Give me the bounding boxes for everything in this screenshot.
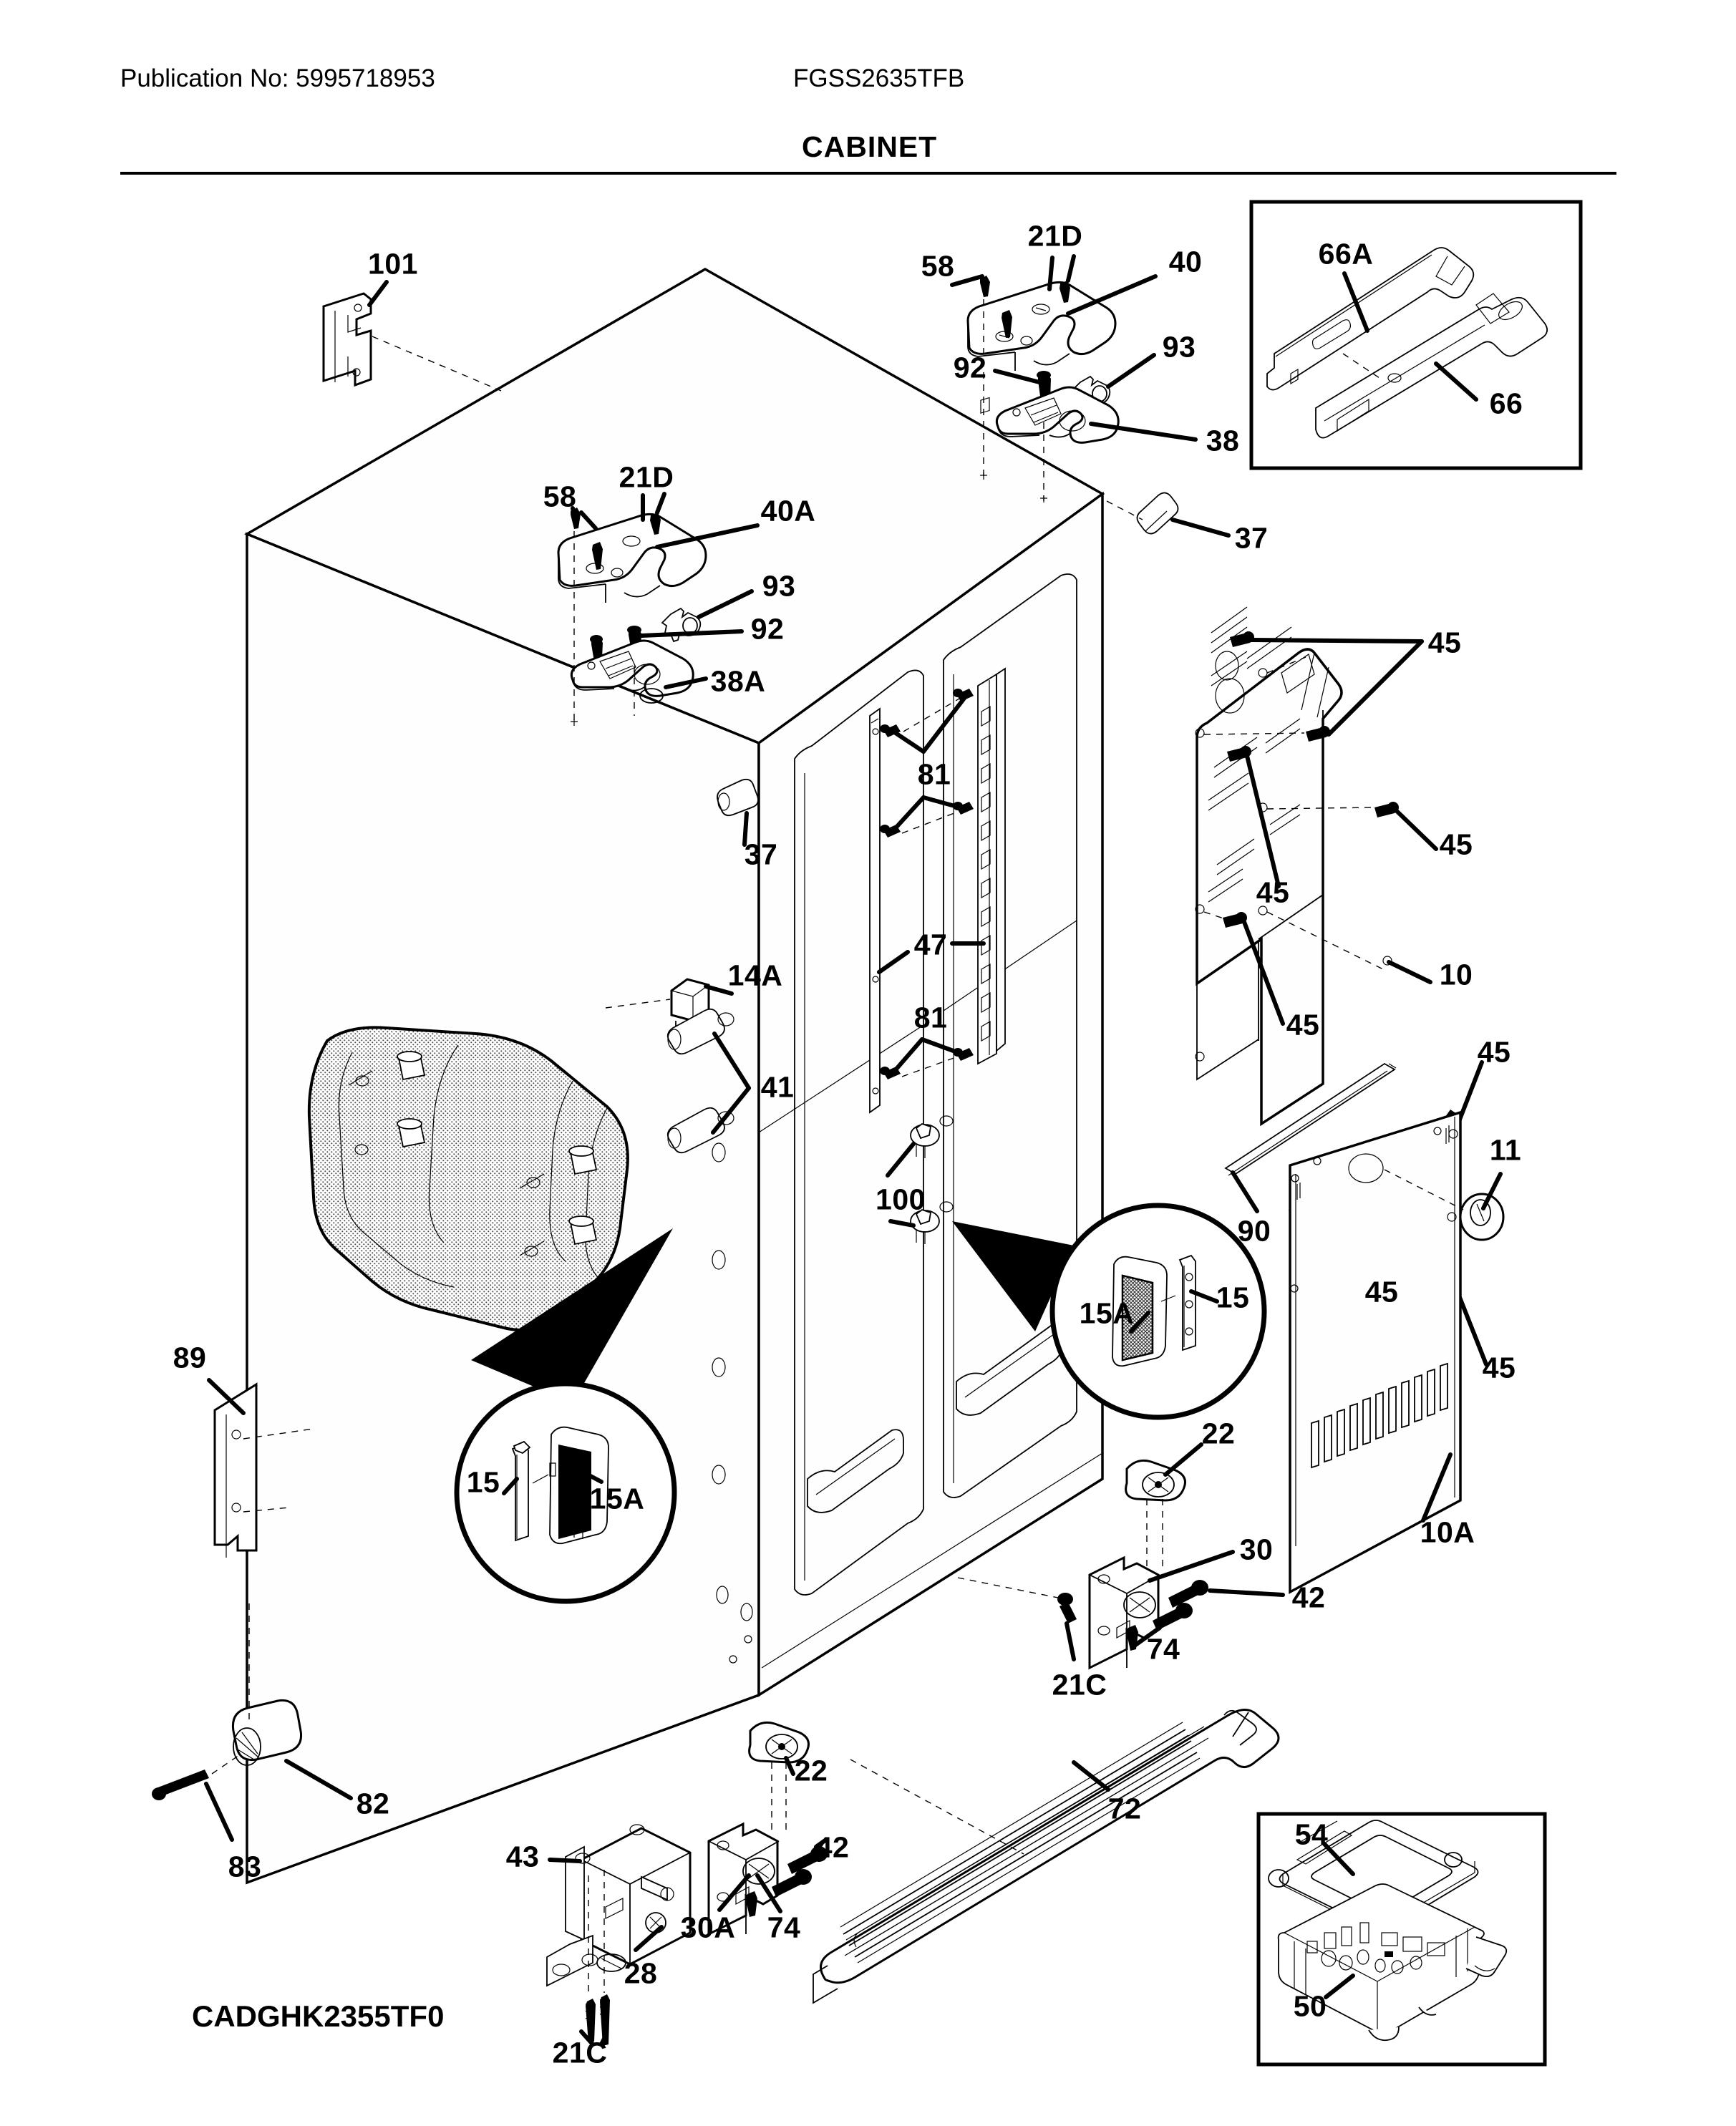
insulation-pad — [307, 1026, 629, 1331]
callout-37-left: 37 — [744, 838, 778, 871]
part-83-pin — [152, 1754, 240, 1800]
ladder-slots — [981, 705, 991, 1042]
callout-10: 10 — [1439, 958, 1473, 991]
parts-100 — [910, 1115, 954, 1244]
callout-30: 30 — [1239, 1533, 1274, 1566]
callout-58-right: 58 — [921, 249, 955, 283]
callout-66: 66 — [1489, 387, 1523, 420]
callout-74-left: 74 — [767, 1911, 801, 1944]
callout-15-right: 15 — [1216, 1281, 1250, 1314]
model-number: FGSS2635TFB — [793, 64, 965, 92]
part-37-left — [717, 778, 759, 817]
screws-42-left — [772, 1846, 828, 1897]
callout-90: 90 — [1237, 1214, 1271, 1248]
detail-circle-left — [454, 1228, 677, 1604]
callout-38A: 38A — [710, 664, 766, 698]
callout-28: 28 — [624, 1956, 658, 1990]
callout-43: 43 — [505, 1840, 540, 1873]
callout-21C-left: 21C — [552, 2036, 608, 2069]
detail-circle-right — [952, 1203, 1267, 1420]
inset-box-hinge-cover — [1249, 200, 1583, 470]
callout-81-b: 81 — [913, 1001, 948, 1034]
callout-37-right: 37 — [1234, 521, 1269, 555]
part-11-grommet — [1384, 1169, 1505, 1241]
title-divider — [120, 172, 1616, 175]
callout-21D-right: 21D — [1027, 219, 1083, 253]
panel-10A-rear — [1289, 1110, 1462, 1594]
panel-10-right-side — [1195, 606, 1392, 1127]
callout-14A: 14A — [727, 958, 783, 992]
callout-21C-right: 21C — [1052, 1668, 1107, 1702]
callout-89: 89 — [173, 1341, 207, 1374]
inset-box-control-board — [1256, 1812, 1547, 2067]
callout-54: 54 — [1294, 1817, 1329, 1851]
part-82-roller — [231, 1699, 303, 1766]
callout-45-c: 45 — [1256, 875, 1290, 909]
callout-30A: 30A — [680, 1911, 736, 1944]
callout-45-g: 45 — [1482, 1351, 1516, 1384]
callout-81-a: 81 — [917, 757, 951, 791]
callout-45-d: 45 — [1286, 1008, 1320, 1042]
callout-15A-right: 15A — [1079, 1296, 1135, 1330]
callout-83: 83 — [228, 1850, 262, 1883]
callout-38: 38 — [1206, 424, 1240, 457]
model-code-label: CADGHK2355TF0 — [192, 1999, 445, 2033]
callout-100: 100 — [876, 1183, 926, 1216]
page-title: CABINET — [802, 130, 938, 163]
part-47-rail-front — [869, 707, 881, 1114]
part-47-shelf-ladder — [977, 397, 1006, 1065]
callout-40A: 40A — [760, 494, 816, 528]
callout-22-left: 22 — [794, 1754, 828, 1787]
callout-10A: 10A — [1420, 1515, 1475, 1549]
callout-22-right: 22 — [1201, 1417, 1236, 1450]
part-43-leveling-leg — [546, 1824, 692, 1987]
part-72-base-grille — [813, 1709, 1280, 2004]
callout-45-b: 45 — [1439, 827, 1473, 861]
callout-45-a: 45 — [1427, 626, 1462, 659]
pin-74-left — [746, 1891, 757, 1917]
callout-50: 50 — [1293, 1989, 1327, 2023]
callout-82: 82 — [356, 1787, 390, 1820]
callout-15A-left: 15A — [589, 1482, 645, 1515]
callout-42-left: 42 — [815, 1830, 850, 1864]
callout-58-left: 58 — [543, 480, 577, 513]
callout-21D-left: 21D — [619, 460, 674, 494]
callout-45-e: 45 — [1477, 1035, 1511, 1069]
callout-15-left: 15 — [466, 1465, 500, 1499]
callout-40: 40 — [1168, 245, 1203, 278]
hinge-assembly-right — [966, 276, 1120, 503]
callout-93-left: 93 — [762, 569, 796, 603]
hinge-assembly-left — [557, 508, 707, 726]
screw-21C-right — [1057, 1593, 1077, 1623]
pin-74-right — [1127, 1625, 1138, 1651]
callout-66A: 66A — [1318, 237, 1374, 271]
callout-101: 101 — [368, 247, 418, 281]
callout-11: 11 — [1489, 1133, 1522, 1167]
callout-93-right: 93 — [1162, 330, 1196, 364]
callout-92-right: 92 — [953, 351, 987, 384]
part-90-trim — [1224, 1062, 1397, 1176]
parts-41 — [666, 1008, 734, 1154]
part-37-right — [1106, 492, 1179, 535]
part-22-left — [748, 1721, 810, 1764]
part-101-bracket — [322, 292, 502, 392]
callout-74-right: 74 — [1146, 1632, 1180, 1666]
callout-92-left: 92 — [750, 612, 785, 646]
part-89-bracket — [213, 1382, 314, 1558]
screw-21D — [1002, 281, 1070, 338]
callout-42-right: 42 — [1291, 1581, 1326, 1614]
callout-72: 72 — [1107, 1792, 1142, 1825]
publication-number: Publication No: 5995718953 — [120, 64, 435, 92]
callout-47: 47 — [913, 928, 948, 961]
callout-45-f: 45 — [1364, 1275, 1399, 1309]
callout-41: 41 — [760, 1070, 795, 1104]
screws-42-right — [1153, 1580, 1208, 1631]
screws-21C-left — [585, 1994, 610, 2046]
